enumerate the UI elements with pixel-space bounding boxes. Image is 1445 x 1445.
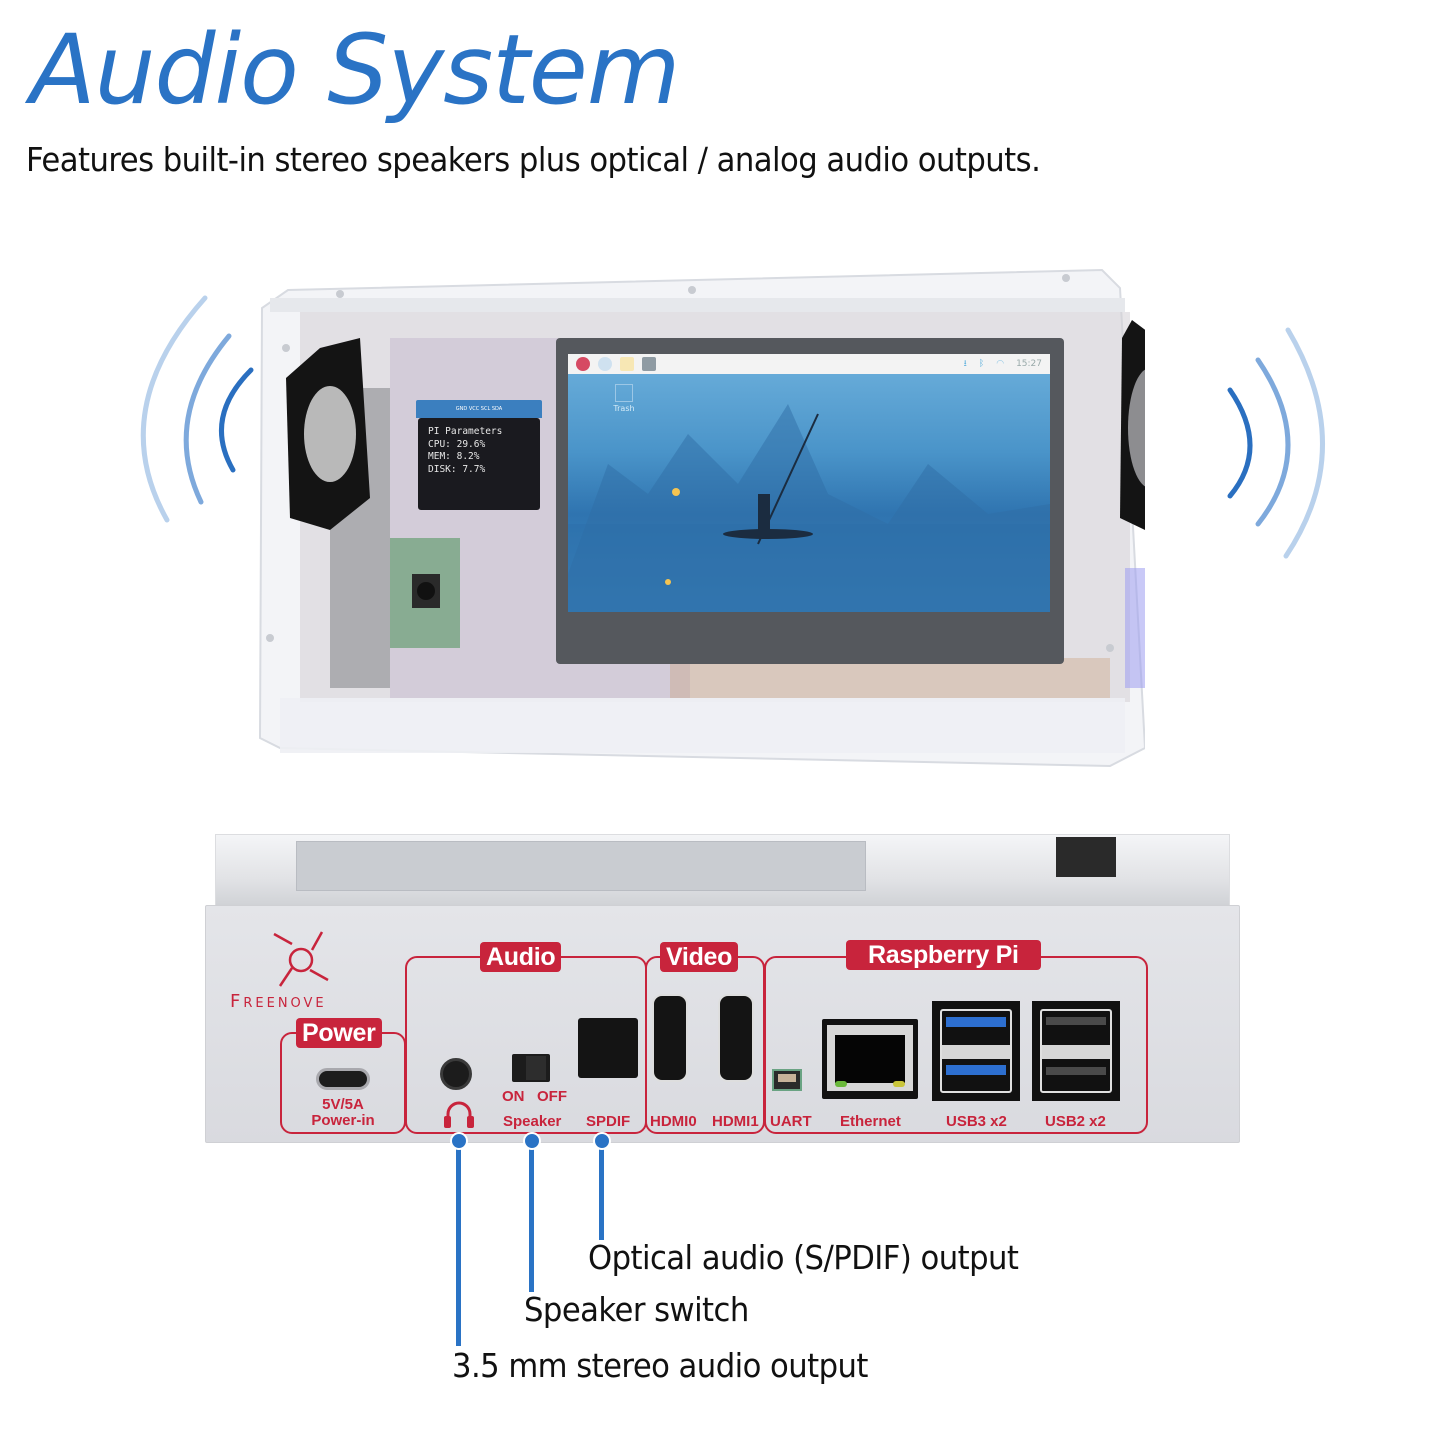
usb2-tongue-bottom xyxy=(1046,1067,1106,1075)
browser-icon xyxy=(598,357,612,371)
oled-line: DISK: 7.7% xyxy=(428,463,486,475)
oled-pin-header: GND VCC SCL SDA xyxy=(416,400,542,418)
usb3-frame xyxy=(940,1009,1012,1093)
callout-line-headphone xyxy=(456,1140,461,1346)
usb3-label: USB3 x2 xyxy=(946,1113,1007,1130)
audio-section-label: Audio xyxy=(480,942,562,972)
bluetooth-icon: ᛒ xyxy=(978,359,985,369)
usb3-divider xyxy=(942,1045,1010,1059)
hdmi1-port[interactable] xyxy=(718,994,754,1082)
headphone-jack[interactable] xyxy=(440,1058,472,1090)
hdmi1-label: HDMI1 xyxy=(712,1113,759,1130)
power-in-label: Power-in xyxy=(311,1112,375,1129)
switch-slider xyxy=(526,1056,546,1080)
ethernet-label: Ethernet xyxy=(840,1113,901,1130)
touchscreen-display: ⭳ ᛒ ◠ 15:27 Trash xyxy=(568,354,1050,612)
uart-pins xyxy=(778,1074,796,1082)
right-speaker-icon xyxy=(1120,320,1145,530)
ethernet-socket xyxy=(835,1035,905,1083)
page-subtitle: Features built-in stereo speakers plus o… xyxy=(26,140,1041,179)
freenove-logo-icon xyxy=(270,930,332,994)
uart-port[interactable] xyxy=(772,1069,802,1091)
raspberry-menu-icon xyxy=(576,357,590,371)
oled-line: PI Parameters xyxy=(428,426,503,437)
callout-dot-spdif xyxy=(593,1132,611,1150)
oled-line: CPU: 29.6% xyxy=(428,438,486,450)
usb3-ports[interactable] xyxy=(932,1001,1020,1101)
callout-dot-speaker-switch xyxy=(523,1132,541,1150)
folder-icon xyxy=(620,357,634,371)
ethernet-led-green xyxy=(835,1081,847,1087)
desktop-taskbar: ⭳ ᛒ ◠ 15:27 xyxy=(568,354,1050,374)
speaker-label: Speaker xyxy=(503,1113,562,1130)
callout-line-speaker-switch xyxy=(529,1140,534,1292)
usb3-tongue-top xyxy=(946,1017,1006,1027)
sound-waves-right-icon xyxy=(1200,318,1330,568)
wifi-icon: ◠ xyxy=(996,359,1005,369)
raspberry-pi-section-label: Raspberry Pi xyxy=(846,940,1041,970)
usb3-tongue-bottom xyxy=(946,1065,1006,1075)
oled-display: PI Parameters CPU: 29.6% MEM: 8.2% DISK:… xyxy=(418,418,540,510)
oled-line: MEM: 8.2% xyxy=(428,451,480,462)
usb2-frame xyxy=(1040,1009,1112,1093)
power-section-label: Power xyxy=(296,1018,382,1048)
wallpaper-landscape xyxy=(568,404,1050,612)
callout-dot-headphone xyxy=(450,1132,468,1150)
usb2-label: USB2 x2 xyxy=(1045,1113,1106,1130)
headphone-icon xyxy=(443,1100,475,1132)
callout-headphone-text: 3.5 mm stereo audio output xyxy=(452,1346,868,1385)
uart-label: UART xyxy=(770,1113,812,1130)
trash-icon xyxy=(615,384,633,402)
callout-speaker-switch-text: Speaker switch xyxy=(524,1290,749,1329)
page-title: Audio System xyxy=(30,14,680,126)
spdif-port[interactable] xyxy=(578,1018,638,1078)
usb2-tongue-top xyxy=(1046,1017,1106,1025)
clock: 15:27 xyxy=(1016,359,1042,369)
sound-waves-left-icon xyxy=(125,290,265,540)
ethernet-port[interactable] xyxy=(822,1019,918,1099)
screen-back xyxy=(296,841,866,891)
ethernet-led-yellow xyxy=(893,1081,905,1087)
callout-spdif-text: Optical audio (S/PDIF) output xyxy=(588,1238,1019,1277)
brand-name: Freenove xyxy=(230,991,327,1012)
connector-slot xyxy=(1056,837,1116,877)
callout-line-spdif xyxy=(599,1140,604,1240)
spdif-label: SPDIF xyxy=(586,1113,631,1130)
switch-off-label: OFF xyxy=(537,1088,567,1105)
usb2-divider xyxy=(1042,1045,1110,1059)
desktop-trash: Trash xyxy=(612,384,636,413)
power-rating-label: 5V/5A xyxy=(322,1096,364,1113)
device-top-edge xyxy=(215,834,1230,908)
video-section-label: Video xyxy=(660,942,739,972)
speaker-switch[interactable] xyxy=(512,1054,550,1082)
usb-c-port[interactable] xyxy=(316,1068,370,1090)
usb2-ports[interactable] xyxy=(1032,1001,1120,1101)
terminal-icon xyxy=(642,357,656,371)
left-speaker-icon xyxy=(286,338,370,530)
hdmi0-label: HDMI0 xyxy=(650,1113,697,1130)
switch-on-label: ON xyxy=(502,1088,525,1105)
hdmi0-port[interactable] xyxy=(652,994,688,1082)
download-icon: ⭳ xyxy=(963,359,967,369)
ethernet-shield xyxy=(827,1025,913,1091)
